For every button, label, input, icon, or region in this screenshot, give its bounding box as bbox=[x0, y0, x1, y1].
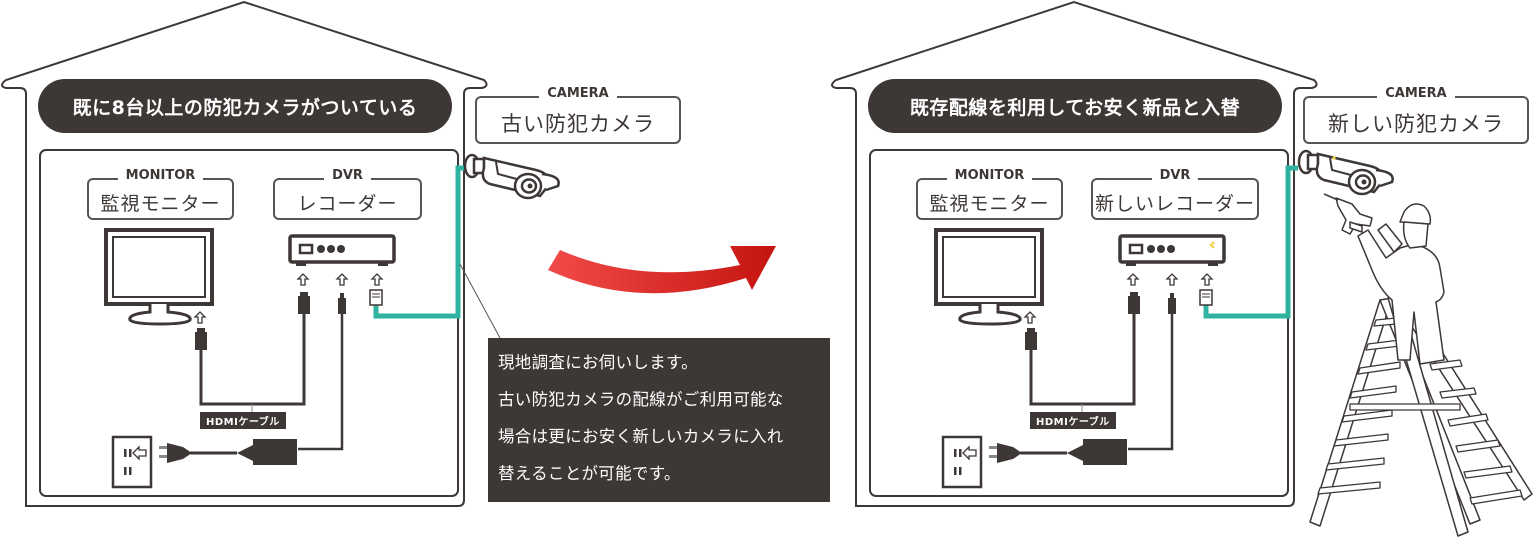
lan-plug-icon bbox=[1199, 289, 1213, 306]
info-line: 古い防犯カメラの配線がご利用可能な bbox=[498, 390, 784, 409]
monitor-heading: MONITOR bbox=[946, 168, 1033, 183]
info-line: 現地調査にお伺いします。 bbox=[498, 353, 698, 372]
house-before bbox=[1, 0, 488, 507]
lan-plug-icon bbox=[369, 289, 383, 306]
curved-arrow-right-icon bbox=[548, 246, 776, 294]
monitor-heading: MONITOR bbox=[117, 168, 204, 183]
monitor-text: 監視モニター bbox=[100, 192, 221, 215]
info-box: 現地調査にお伺いします。 古い防犯カメラの配線がご利用可能な 場合は更にお安く新… bbox=[488, 338, 830, 502]
teal-cable-after bbox=[1203, 165, 1298, 319]
dvr-heading: DVR bbox=[1151, 168, 1199, 183]
old-camera-text: 古い防犯カメラ bbox=[501, 112, 655, 136]
monitor-text: 監視モニター bbox=[929, 192, 1050, 215]
monitor-label: MONITOR 監視モニター bbox=[87, 168, 234, 220]
after-title: 既存配線を利用してお安く新品と入替 bbox=[868, 79, 1282, 133]
new-dvr-label: DVR 新しいレコーダー bbox=[1091, 168, 1259, 220]
monitor-label: MONITOR 監視モニター bbox=[916, 168, 1063, 220]
dvr-icon bbox=[288, 234, 396, 268]
camera-heading: CAMERA bbox=[539, 86, 617, 101]
dvr-text: レコーダー bbox=[297, 192, 398, 215]
new-camera-label: CAMERA 新しい防犯カメラ bbox=[1303, 86, 1529, 144]
teal-cable-before bbox=[373, 165, 468, 319]
camera-heading: CAMERA bbox=[1377, 86, 1455, 101]
new-dvr-icon bbox=[1118, 234, 1226, 268]
hdmi-cable-label: HDMIケーブル bbox=[1030, 412, 1116, 429]
hdmi-cable-label: HDMIケーブル bbox=[200, 412, 286, 429]
new-camera-icon bbox=[1297, 149, 1394, 196]
old-camera-icon bbox=[463, 153, 560, 200]
new-dvr-text: 新しいレコーダー bbox=[1094, 192, 1255, 215]
dvr-label: DVR レコーダー bbox=[273, 168, 422, 220]
info-line: 替えることが可能です。 bbox=[498, 464, 681, 483]
house-after bbox=[831, 0, 1318, 507]
new-camera-text: 新しい防犯カメラ bbox=[1328, 112, 1504, 136]
worker-on-ladder-icon bbox=[1309, 193, 1533, 537]
before-title: 既に8台以上の防犯カメラがついている bbox=[38, 79, 452, 133]
old-camera-label: CAMERA 古い防犯カメラ bbox=[475, 86, 681, 144]
callout-line bbox=[459, 263, 501, 339]
info-line: 場合は更にお安く新しいカメラに入れ bbox=[498, 427, 784, 446]
dvr-heading: DVR bbox=[324, 168, 371, 183]
